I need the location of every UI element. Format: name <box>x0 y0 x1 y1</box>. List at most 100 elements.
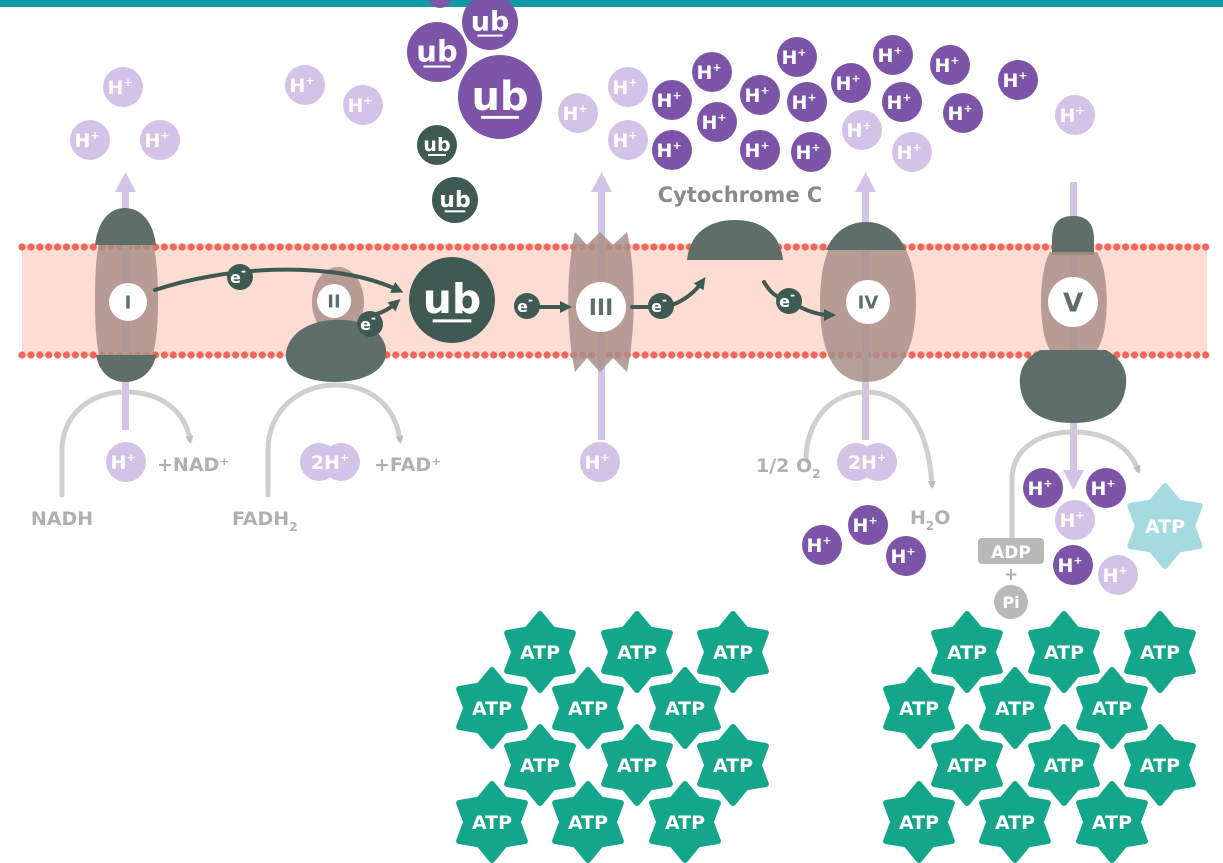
electron: e- <box>776 288 802 314</box>
proton: H+ <box>692 52 732 92</box>
membrane-dot <box>534 243 542 251</box>
top-bar <box>0 0 1223 7</box>
membrane-dot <box>1166 351 1174 359</box>
membrane-dot <box>196 351 204 359</box>
membrane-dot <box>27 351 35 359</box>
atp-label: ATP <box>947 642 987 664</box>
pi-label: Pi <box>1002 593 1019 612</box>
proton-sup: + <box>1043 477 1052 490</box>
atp-label: ATP <box>1044 755 1084 777</box>
proton-sup: + <box>807 91 816 104</box>
proton: H+ <box>998 60 1038 100</box>
membrane-dot <box>685 351 694 359</box>
membrane-dot <box>561 351 569 359</box>
electron: e- <box>648 293 674 319</box>
membrane-dot <box>436 351 444 359</box>
o2-text: 1/2 O <box>756 455 812 477</box>
membrane-dot <box>748 351 756 359</box>
ubiquinone: ub <box>407 22 467 82</box>
membrane-dot <box>463 351 471 359</box>
membrane-dot <box>668 243 676 251</box>
membrane-dot <box>401 243 409 251</box>
proton-sup: + <box>912 141 921 154</box>
membrane-dot <box>365 243 373 251</box>
proton: H+ <box>848 505 888 545</box>
proton-sup: + <box>902 91 911 104</box>
proton-sup: + <box>305 74 314 87</box>
ubiquinone-underline <box>481 115 519 119</box>
membrane-dot <box>214 351 222 359</box>
membrane-dot <box>356 243 364 251</box>
membrane-dot <box>472 243 480 251</box>
complex-numeral: V <box>1063 288 1083 318</box>
membrane-dot <box>917 351 925 359</box>
fad-plus-label: +FAD⁺ <box>374 454 441 476</box>
electron-sup: - <box>371 311 376 325</box>
complex-numeral: I <box>125 292 132 313</box>
membrane-dot <box>418 243 427 251</box>
proton: H+ <box>740 130 780 170</box>
membrane-dot <box>71 351 79 359</box>
membrane-dot <box>1015 351 1023 359</box>
membrane-dot <box>481 243 489 251</box>
membrane-dot <box>472 351 480 359</box>
fadh-subscript: 2 <box>289 520 297 534</box>
membrane-dot <box>303 243 311 251</box>
membrane-dot <box>1122 351 1130 359</box>
atp-label: ATP <box>617 642 657 664</box>
membrane-dot <box>392 351 400 359</box>
membrane-dot <box>757 351 765 359</box>
proton: H+ <box>580 442 620 482</box>
membrane-dot <box>178 243 186 251</box>
ubiquinone-underline <box>432 319 472 323</box>
membrane-dot <box>997 351 1005 359</box>
atp-label: ATP <box>947 755 987 777</box>
proton-sup: + <box>1075 104 1084 117</box>
membrane-dot <box>499 351 507 359</box>
ubiquinone-label: ub <box>423 275 482 323</box>
atp-molecule: ATP <box>697 611 769 693</box>
proton: H+ <box>558 93 598 133</box>
electron: e- <box>227 264 253 290</box>
membrane-dot <box>232 351 240 359</box>
membrane-dot <box>552 351 560 359</box>
atp-molecule: ATP <box>979 781 1051 863</box>
ubiquinone-label: ub <box>439 188 470 213</box>
atp-label: ATP <box>713 642 753 664</box>
proton-sup: + <box>600 451 609 464</box>
membrane-dot <box>294 243 302 251</box>
membrane-dot <box>677 351 685 359</box>
proton: H+ <box>777 37 817 77</box>
membrane-dot <box>979 243 987 251</box>
membrane-dot <box>285 243 293 251</box>
membrane-dot <box>552 243 560 251</box>
atp-molecule: ATP <box>931 724 1003 806</box>
proton: H+ <box>873 35 913 75</box>
proton-sup: + <box>877 451 886 464</box>
membrane-dot <box>792 351 800 359</box>
membrane-dot <box>62 243 71 251</box>
proton: H+ <box>1086 468 1126 508</box>
complex-i-label: I <box>109 283 147 321</box>
membrane-dot <box>347 243 355 251</box>
membrane-dot <box>739 351 747 359</box>
membrane-dot <box>1041 243 1050 251</box>
proton-sup: + <box>578 102 587 115</box>
membrane-dot <box>490 243 498 251</box>
ubiquinone-label: ub <box>471 74 528 120</box>
membrane-dot <box>988 351 996 359</box>
membrane-dot <box>499 243 507 251</box>
o2-subscript: 2 <box>812 467 820 481</box>
h2o-label: H2O <box>910 507 950 533</box>
proton-sup: + <box>950 54 959 67</box>
membrane-dot <box>490 351 498 359</box>
membrane-dot <box>54 243 62 251</box>
membrane-dot <box>1193 351 1201 359</box>
proton: H+ <box>1053 545 1093 585</box>
atp-label: ATP <box>520 755 560 777</box>
membrane-dot <box>792 243 800 251</box>
proton-sup: + <box>340 451 349 464</box>
proton: H+ <box>930 45 970 85</box>
membrane-dot <box>908 243 916 251</box>
